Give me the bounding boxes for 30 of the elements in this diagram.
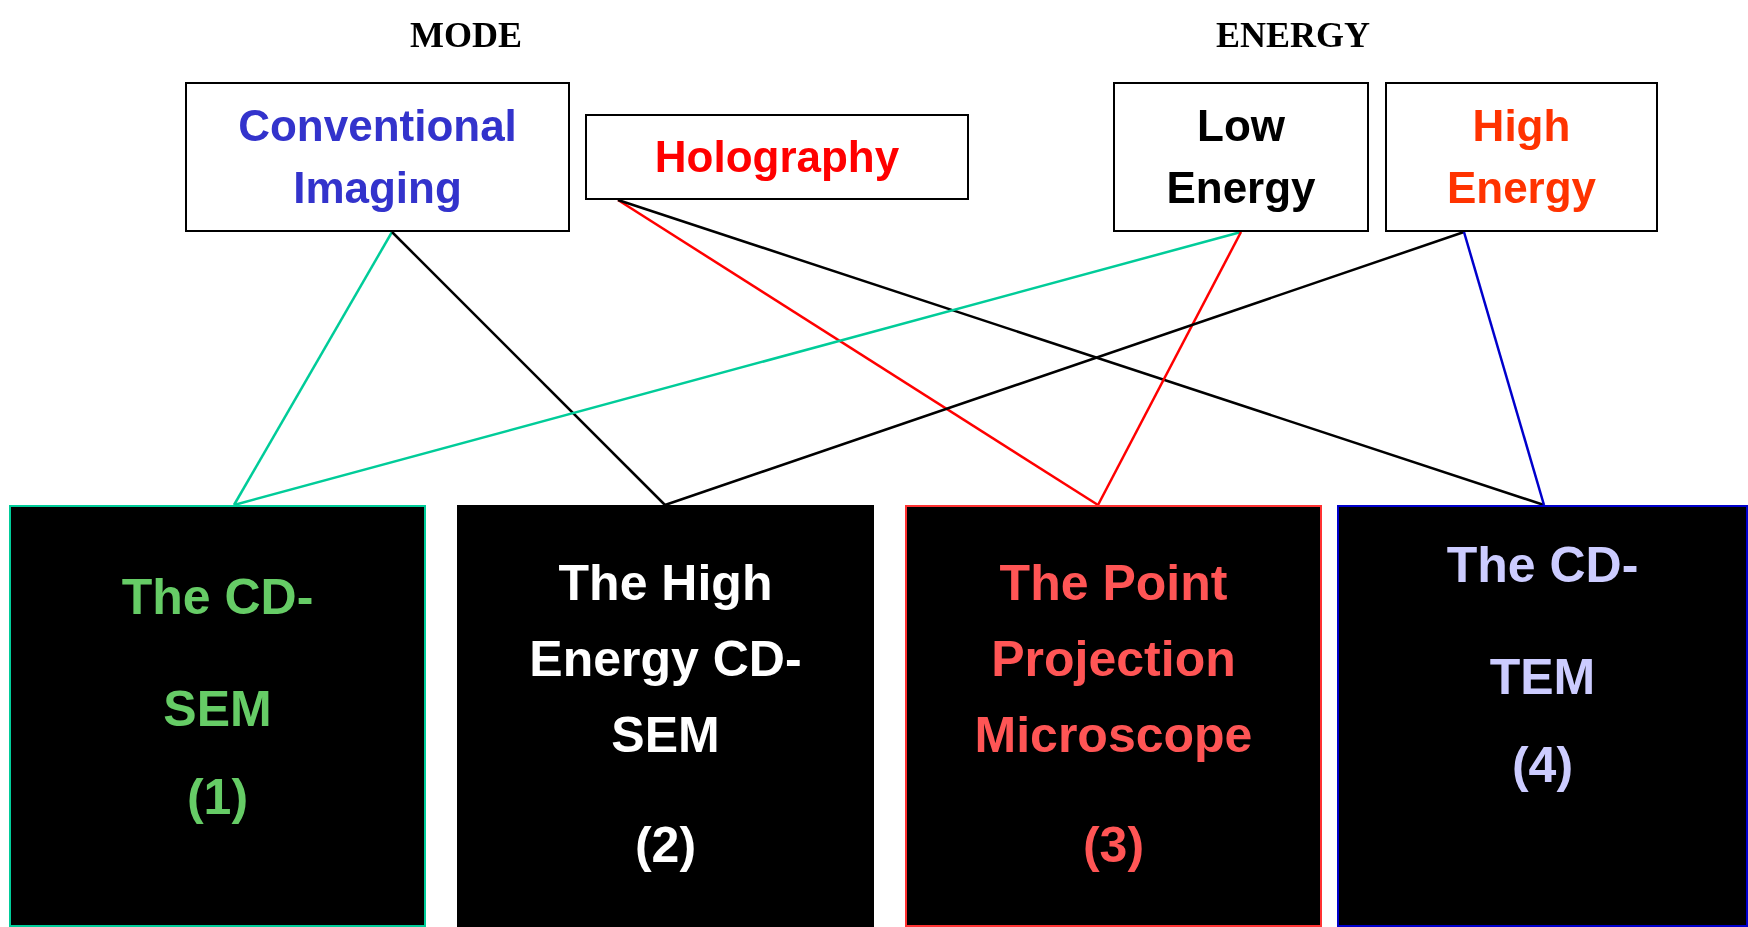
box-title: The High Energy CD-SEM	[528, 554, 803, 765]
box-title: The CD-SEM	[120, 568, 315, 739]
box-number: (2)	[634, 816, 697, 875]
category-box	[185, 82, 570, 232]
connector-line	[1462, 231, 1546, 506]
connector-line	[233, 230, 1242, 507]
box-title: The CD-TEM	[1445, 536, 1640, 707]
category-box	[1385, 82, 1658, 232]
column-heading: ENERGY	[1216, 14, 1371, 57]
box-number: (4)	[1511, 736, 1574, 795]
microscope-box	[457, 505, 874, 927]
box-number: (1)	[186, 768, 249, 827]
box-title: High Energy	[1445, 100, 1598, 214]
category-box	[1113, 82, 1369, 232]
connector-line	[232, 231, 394, 506]
connector-line	[391, 231, 666, 506]
box-title: Holography	[654, 131, 900, 183]
microscope-box	[905, 505, 1322, 927]
connector-line	[664, 230, 1465, 507]
connector-line	[617, 198, 1545, 507]
box-title: Low Energy	[1165, 100, 1317, 214]
connector-line	[1096, 231, 1243, 506]
box-title: The Point Projection Microscope	[973, 554, 1254, 765]
box-number: (3)	[1082, 816, 1145, 875]
category-box	[585, 114, 969, 200]
column-heading: MODE	[410, 14, 522, 57]
microscope-box	[9, 505, 426, 927]
box-title: Conventional Imaging	[237, 100, 518, 214]
microscope-box	[1337, 505, 1748, 927]
connector-line	[617, 198, 1099, 507]
